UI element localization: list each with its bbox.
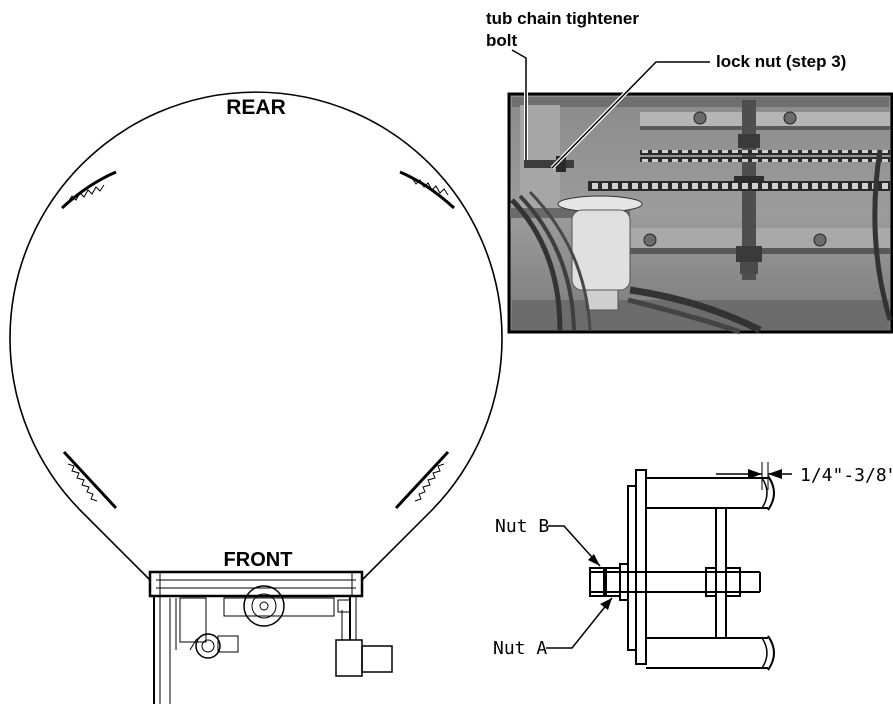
tub-top-view-diagram: REAR FRONT [9,91,503,704]
nut-b-label: Nut B [495,516,549,537]
gap-dimension-label: 1/4"-3/8" [800,465,893,486]
tub-support-bracket-bottom-left [62,450,118,510]
tub-chain-photo [507,92,893,335]
nut-b-leader [548,525,601,567]
nut-a-leader [546,597,613,649]
front-label: FRONT [224,549,293,571]
nut-a-label: Nut A [493,638,547,659]
tightener-detail-diagram: 1/4"-3/8" Nut B Nut A [493,462,893,671]
tub-drive-base [148,570,393,704]
tub-support-bracket-bottom-right [394,450,450,510]
nut-b-shape [589,567,605,597]
tightener-bolt-label-line2: bolt [486,31,517,50]
tightener-bolt-label-line1: tub chain tightener [486,9,639,28]
rear-label: REAR [226,96,286,119]
tub-support-bracket-top-right [399,170,456,210]
lock-nut-label: lock nut (step 3) [716,52,846,71]
tub-outline [9,91,503,581]
tub-support-bracket-top-left [60,170,117,210]
gap-dimension: 1/4"-3/8" [716,462,893,490]
photo-callouts: tub chain tightener bolt lock nut (step … [486,9,846,170]
